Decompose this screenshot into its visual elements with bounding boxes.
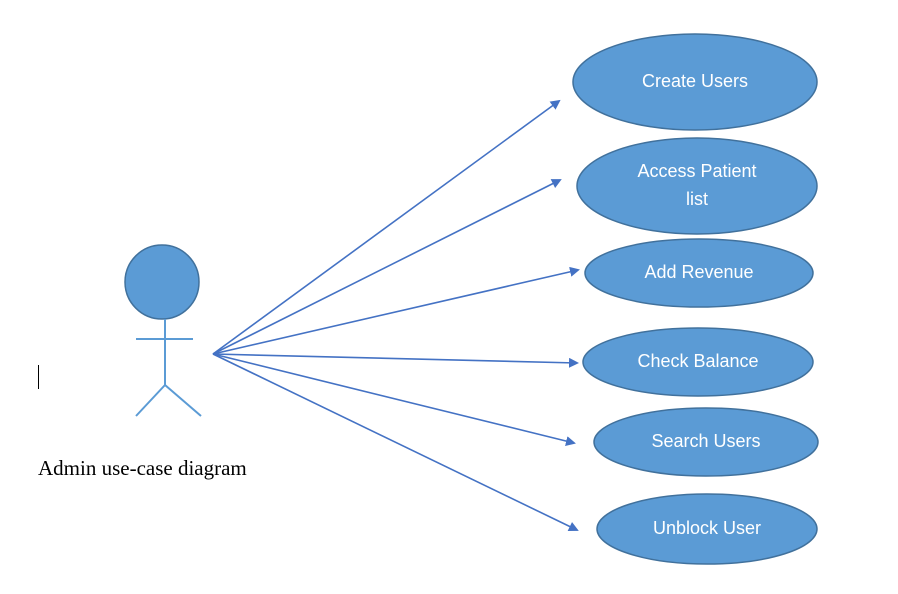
usecase-create-users: Create Users (572, 33, 818, 131)
usecase-label: Search Users (651, 431, 760, 451)
usecase-ellipse (572, 33, 818, 131)
usecase-ellipse (596, 493, 818, 565)
usecase-label: Check Balance (637, 351, 758, 371)
usecase-add-revenue: Add Revenue (584, 238, 814, 308)
actor-left-leg (135, 384, 166, 417)
usecase-label: list (686, 189, 708, 209)
text-cursor (38, 365, 39, 389)
usecase-access-patient-list: Access Patient list (576, 137, 818, 235)
arrow-to-access-patient-list (212, 179, 562, 355)
arrow-to-create-users (212, 99, 561, 355)
usecase-label: Create Users (642, 71, 748, 91)
diagram-caption: Admin use-case diagram (38, 456, 247, 480)
usecase-ellipse (582, 327, 814, 397)
usecase-check-balance: Check Balance (582, 327, 814, 397)
usecase-label: Access Patient (637, 161, 756, 181)
arrow-to-unblock-user (212, 353, 579, 532)
usecase-ellipse (593, 407, 819, 477)
actor-stick-figure (124, 244, 202, 417)
usecase-unblock-user: Unblock User (596, 493, 818, 565)
actor-head (124, 244, 200, 320)
usecase-ellipse (576, 137, 818, 235)
arrow-to-check-balance (212, 353, 579, 368)
arrow-to-add-revenue (212, 266, 580, 355)
usecase-search-users: Search Users (593, 407, 819, 477)
arrow-to-search-users (212, 353, 576, 446)
usecase-label: Add Revenue (644, 262, 753, 282)
usecase-label: Unblock User (653, 518, 761, 538)
association-arrows (212, 99, 580, 532)
usecase-ellipse (584, 238, 814, 308)
actor-right-leg (164, 384, 202, 417)
